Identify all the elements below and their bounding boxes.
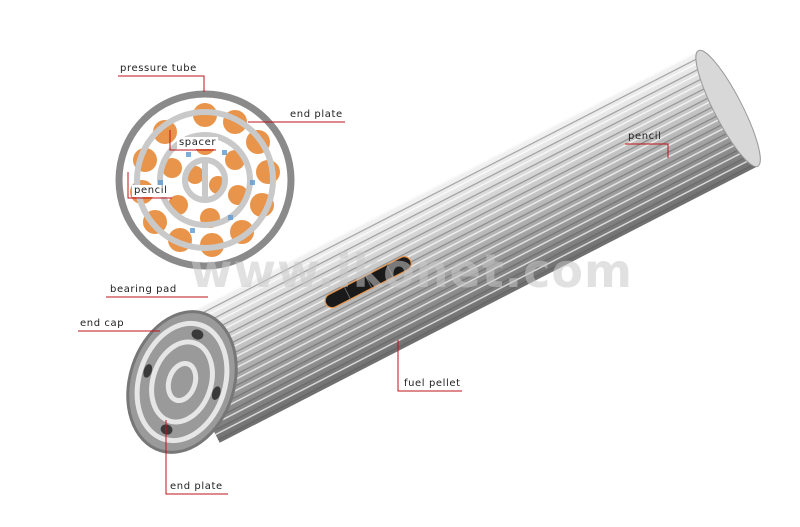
fuel-bundle — [160, 49, 761, 443]
cross-section — [115, 90, 295, 270]
label-spacer: spacer — [177, 137, 219, 149]
label-bearing-pad: bearing pad — [110, 284, 177, 295]
label-pencil-right: pencil — [628, 131, 662, 142]
label-end-plate-bottom: end plate — [170, 481, 223, 492]
watermark: www.ikonet.com — [190, 244, 633, 298]
end-cap-view — [126, 310, 238, 454]
label-fuel-pellet: fuel pellet — [404, 378, 461, 389]
label-pencil-left: pencil — [132, 185, 170, 197]
label-pressure-tube: pressure tube — [120, 63, 197, 74]
label-end-plate-top: end plate — [290, 109, 343, 120]
label-end-cap: end cap — [80, 318, 125, 329]
leader-lines — [78, 75, 669, 495]
